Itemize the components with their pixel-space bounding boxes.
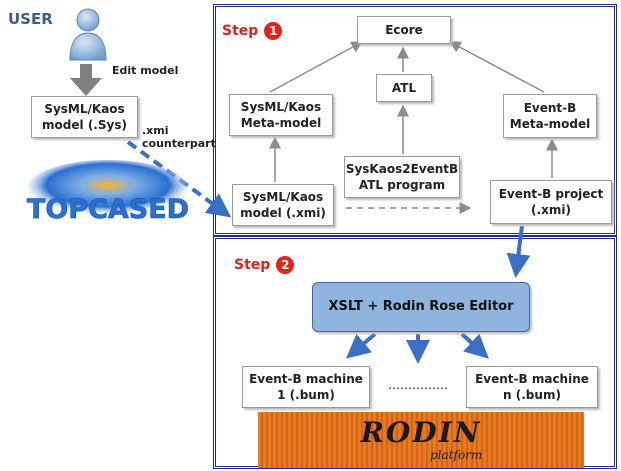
xmi-counterpart-note: .xmi counterpart bbox=[142, 124, 216, 150]
eventb-project-text: Event-B project (.xmi) bbox=[498, 187, 604, 217]
transform-box: SysKaos2EventB ATL program bbox=[344, 156, 460, 198]
sysml-xmi-text: SysML/Kaos model (.xmi) bbox=[240, 190, 326, 220]
sysml-sys-text: SysML/Kaos model (.Sys) bbox=[42, 102, 127, 132]
eventb-meta-text: Event-B Meta-model bbox=[509, 101, 591, 131]
eventb-project-box: Event-B project (.xmi) bbox=[490, 180, 612, 224]
step1-label: Step 1 bbox=[222, 22, 283, 40]
eventb-meta-box: Event-B Meta-model bbox=[503, 94, 597, 138]
step2-label: Step 2 bbox=[234, 256, 295, 274]
xslt-text: XSLT + Rodin Rose Editor bbox=[328, 299, 514, 314]
edit-model-label: Edit model bbox=[112, 64, 179, 77]
transform-text: SysKaos2EventB ATL program bbox=[345, 162, 459, 192]
machine-n-box: Event-B machine n (.bum) bbox=[466, 366, 598, 408]
sysml-meta-text: SysML/Kaos Meta-model bbox=[240, 100, 322, 130]
step2-number: 2 bbox=[276, 256, 295, 274]
step1-text: Step bbox=[222, 23, 259, 39]
rodin-logo-subtext: platform bbox=[430, 448, 483, 462]
step1-frame bbox=[213, 4, 617, 236]
ecore-text: Ecore bbox=[385, 23, 423, 37]
ecore-box: Ecore bbox=[357, 16, 451, 44]
sysml-sys-box: SysML/Kaos model (.Sys) bbox=[31, 96, 138, 138]
atl-box: ATL bbox=[376, 74, 432, 102]
user-label: USER bbox=[8, 10, 53, 28]
topcased-logo-text: TOPCASED bbox=[27, 194, 189, 225]
machine-n-text: Event-B machine n (.bum) bbox=[475, 372, 589, 402]
machines-ellipsis: …………… bbox=[388, 378, 448, 392]
machine-1-box: Event-B machine 1 (.bum) bbox=[242, 366, 370, 408]
rodin-logo: RODIN platform bbox=[258, 412, 584, 468]
step1-number: 1 bbox=[264, 22, 283, 40]
topcased-logo: TOPCASED bbox=[27, 160, 189, 225]
user-icon bbox=[69, 8, 107, 61]
sysml-meta-box: SysML/Kaos Meta-model bbox=[229, 94, 333, 136]
edit-model-arrow bbox=[70, 64, 102, 96]
machine-1-text: Event-B machine 1 (.bum) bbox=[249, 372, 363, 402]
xslt-box: XSLT + Rodin Rose Editor bbox=[312, 282, 530, 332]
sysml-xmi-box: SysML/Kaos model (.xmi) bbox=[232, 184, 334, 226]
step2-text: Step bbox=[234, 257, 271, 273]
atl-text: ATL bbox=[391, 81, 417, 95]
rodin-logo-text: RODIN bbox=[360, 416, 482, 449]
